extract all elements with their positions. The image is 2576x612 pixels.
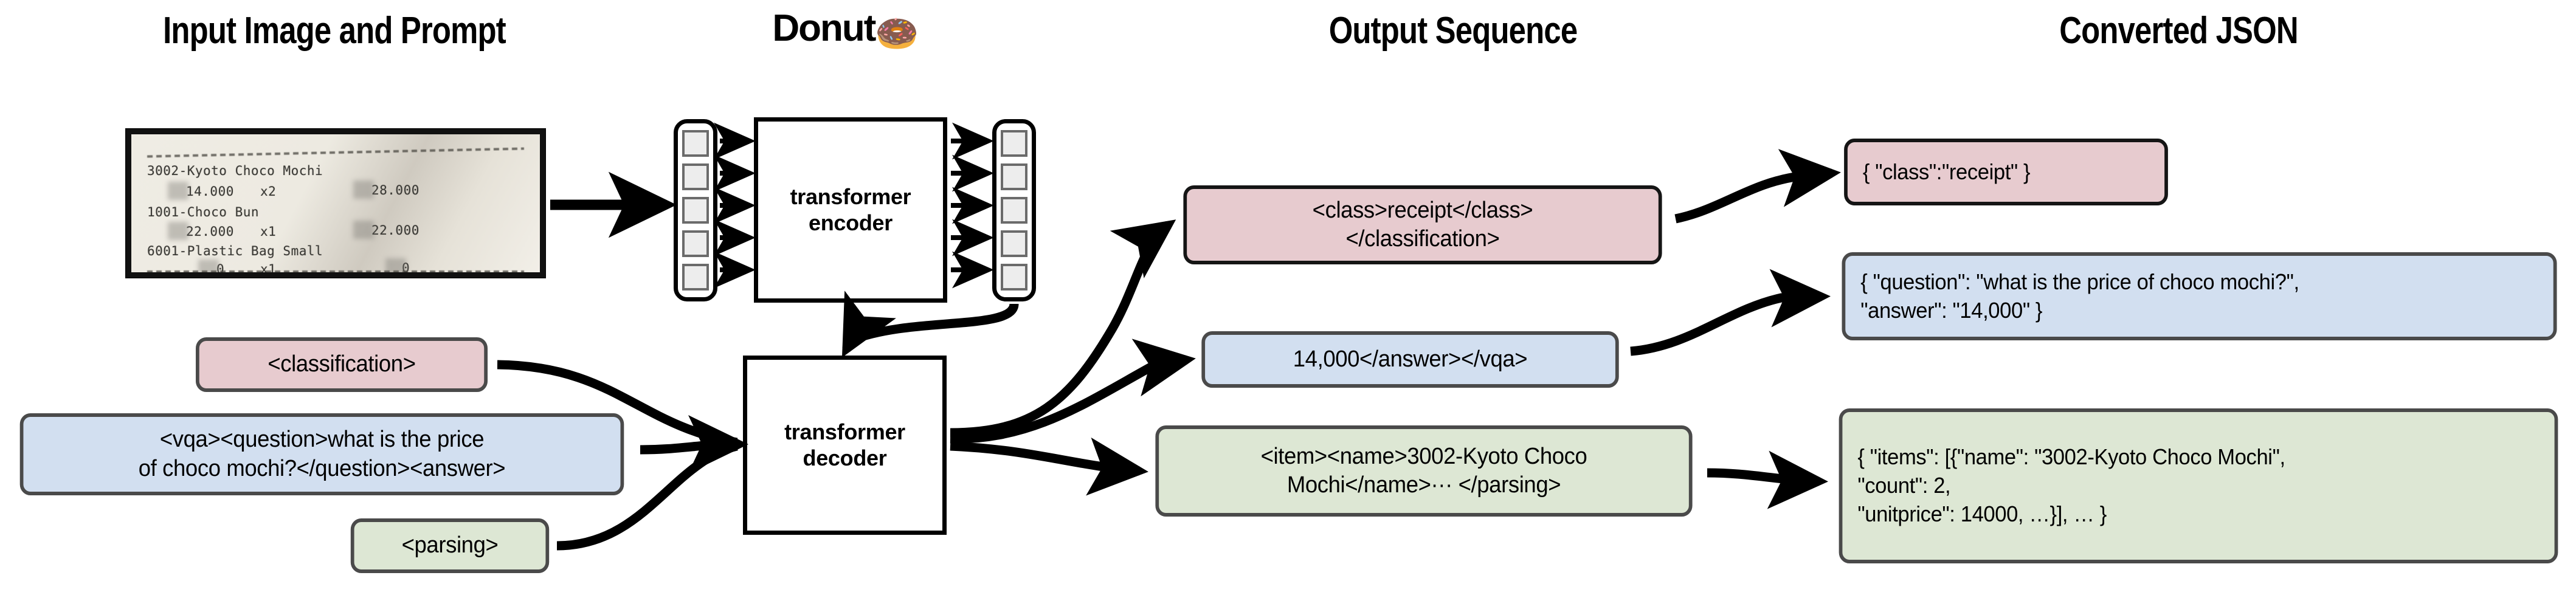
receipt-unit-price-2: 22.000 — [186, 224, 234, 239]
decoder-label: transformer decoder — [784, 419, 905, 470]
encoder-output-token-stack — [992, 119, 1036, 301]
receipt-amount-1: 28.000 — [371, 183, 420, 198]
column-title-input: Input Image and Prompt — [163, 10, 506, 52]
receipt-redaction — [353, 181, 374, 199]
output-classification[interactable]: <class>receipt</class> </classification> — [1183, 185, 1662, 264]
receipt-count-1: x2 — [260, 184, 277, 199]
arrow-encoder-to-decoder — [841, 291, 1019, 358]
receipt-divider-bottom — [147, 270, 524, 272]
output-vqa-text: 14,000</answer></vqa> — [1293, 346, 1528, 372]
encoder-label: transformer encoder — [790, 184, 911, 235]
receipt-redaction — [168, 222, 188, 240]
receipt-item-name-1: 3002-Kyoto Choco Mochi — [147, 163, 323, 178]
transformer-encoder-block: transformer encoder — [754, 117, 947, 303]
receipt-redaction — [198, 260, 219, 272]
receipt-count-3: x1 — [260, 262, 277, 277]
input-receipt-image: 3002-Kyoto Choco Mochi 14.000 x2 28.000 … — [126, 129, 545, 278]
json-parsing[interactable]: { "items": [{"name": "3002-Kyoto Choco M… — [1839, 408, 2558, 563]
prompt-vqa[interactable]: <vqa><question>what is the price of choc… — [19, 413, 624, 495]
output-classification-text: <class>receipt</class> </classification> — [1312, 197, 1533, 252]
arrow-output-to-json-vqa — [1630, 269, 1831, 356]
output-parsing-text: <item><name>3002-Kyoto Choco Mochi</name… — [1260, 443, 1587, 498]
prompt-classification-text: <classification> — [268, 351, 416, 377]
json-classification-text: { "class":"receipt" } — [1862, 159, 2031, 184]
receipt-amount-3: 0 — [402, 261, 410, 275]
receipt-count-2: x1 — [260, 224, 277, 239]
json-vqa[interactable]: { "question": "what is the price of choc… — [1842, 252, 2557, 340]
json-vqa-text: { "question": "what is the price of choc… — [1860, 269, 2299, 323]
transformer-decoder-block: transformer decoder — [743, 356, 947, 535]
output-vqa[interactable]: 14,000</answer></vqa> — [1201, 331, 1619, 388]
receipt-redaction — [353, 221, 374, 239]
token-square — [1001, 163, 1027, 190]
token-square — [1001, 264, 1027, 291]
prompt-classification[interactable]: <classification> — [196, 337, 488, 392]
arrow-vqa-prompt-to-decoder — [640, 439, 737, 455]
token-square — [1001, 130, 1027, 157]
token-square — [682, 264, 709, 291]
token-square — [682, 230, 709, 257]
donut-title-text: Donut — [772, 7, 876, 49]
receipt-item-name-3: 6001-Plastic Bag Small — [147, 244, 323, 258]
receipt-divider-top — [147, 147, 524, 158]
arrow-decoder-to-parsing-output — [950, 437, 1148, 496]
prompt-parsing-text: <parsing> — [401, 532, 499, 559]
receipt-redaction — [168, 182, 188, 200]
json-classification[interactable]: { "class":"receipt" } — [1844, 139, 2168, 205]
token-square — [1001, 197, 1027, 224]
receipt-item-name-2: 1001-Choco Bun — [147, 205, 260, 219]
output-parsing[interactable]: <item><name>3002-Kyoto Choco Mochi</name… — [1155, 425, 1693, 517]
token-square — [1001, 230, 1027, 257]
donut-icon: 🍩 — [875, 14, 919, 53]
token-square — [682, 197, 709, 224]
receipt-amount-2: 22.000 — [371, 223, 420, 238]
prompt-parsing[interactable]: <parsing> — [350, 518, 550, 573]
arrow-decoder-to-classification-output — [950, 219, 1176, 438]
column-title-donut: Donut🍩 — [657, 10, 1034, 52]
receipt-unit-price-1: 14.000 — [186, 184, 234, 199]
column-title-output: Output Sequence — [1328, 10, 1578, 52]
arrow-output-to-json-parsing — [1707, 450, 1828, 509]
json-parsing-text: { "items": [{"name": "3002-Kyoto Choco M… — [1857, 444, 2285, 526]
encoder-input-token-stack — [674, 119, 717, 301]
arrow-output-to-json-classification — [1674, 149, 1841, 224]
receipt-redaction — [385, 258, 406, 272]
column-title-json: Converted JSON — [2059, 10, 2298, 52]
receipt-unit-price-3: 0 — [216, 262, 225, 277]
token-square — [682, 130, 709, 157]
prompt-vqa-text: <vqa><question>what is the price of choc… — [138, 427, 506, 481]
token-square — [682, 163, 709, 190]
arrow-decoder-to-vqa-output — [950, 339, 1196, 444]
